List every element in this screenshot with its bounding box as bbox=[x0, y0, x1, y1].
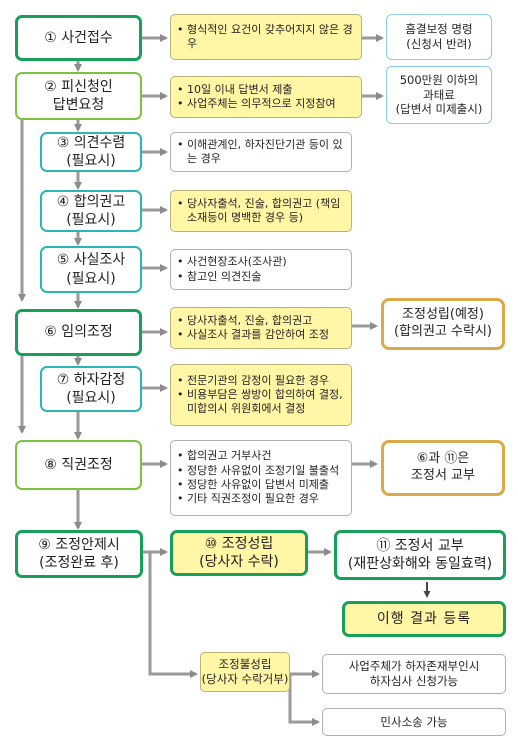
result-6-settlement-expected: 조정성립(예정) (합의권고 수락시) bbox=[381, 298, 505, 350]
mediation-failure: 조정불성립 (당사자 수락거부) bbox=[200, 652, 290, 692]
failure-result-2-label: 민사소송 가능 bbox=[380, 714, 448, 729]
step-9-label: ⑨ 조정안제시 bbox=[38, 536, 120, 553]
step-10-label: ⑩ 조정성립 bbox=[204, 535, 274, 552]
step-7-sublabel: (필요시) bbox=[66, 390, 116, 406]
step-2-response-request: ② 피신청인 답변요청 bbox=[15, 72, 142, 120]
result-1-correction-order: 흠결보정 명령 (신청서 반려) bbox=[386, 14, 492, 60]
step-10-settlement: ⑩ 조정성립 (당사자 수락) bbox=[170, 530, 308, 576]
detail-4-item: 당사자출석, 진술, 합의권고 (책임소재등이 명백한 경우 등) bbox=[187, 196, 341, 224]
step-3-sublabel: (필요시) bbox=[66, 153, 116, 169]
result-1-label: 흠결보정 명령 bbox=[405, 22, 473, 37]
arrow-s9-fail bbox=[148, 552, 198, 678]
arrow-fail-f2 bbox=[288, 674, 320, 726]
result-1-sublabel: (신청서 반려) bbox=[406, 37, 472, 51]
step-10-sublabel: (당사자 수락) bbox=[199, 554, 279, 570]
detail-5: •사건현장조사(조사관) •참고인 의견진술 bbox=[170, 249, 352, 290]
result-2-fine: 500만원 이하의 과태료 (답변서 미제출시) bbox=[386, 66, 492, 124]
detail-3-item: 이해관계인, 하자진단기관 등이 있는 경우 bbox=[187, 137, 343, 165]
step-11-document-issuance: ⑪ 조정서 교부 (재판상화해와 동일효력) bbox=[334, 530, 506, 580]
result-6-label: 조정성립(예정) bbox=[402, 307, 484, 323]
detail-5-item: 참고인 의견진술 bbox=[187, 269, 262, 283]
step-4-settlement-advice: ④ 합의권고 (필요시) bbox=[40, 190, 142, 232]
step-11-sublabel: (재판상화해와 동일효력) bbox=[347, 556, 493, 572]
detail-3: •이해관계인, 하자진단기관 등이 있는 경우 bbox=[170, 132, 352, 172]
step-7-label: ⑦ 하자감정 bbox=[56, 371, 126, 388]
failure-label: 조정불성립 bbox=[218, 657, 272, 672]
detail-4: •당사자출석, 진술, 합의권고 (책임소재등이 명백한 경우 등) bbox=[170, 190, 352, 232]
step-3-label: ③ 의견수렴 bbox=[56, 134, 126, 151]
step-9-sublabel: (조정완료 후) bbox=[39, 555, 119, 571]
step-9-proposal: ⑨ 조정안제시 (조정완료 후) bbox=[15, 530, 143, 578]
detail-2-item: 사업주체는 의무적으로 지정참여 bbox=[187, 97, 336, 110]
step-2-sublabel: 답변요청 bbox=[52, 97, 105, 113]
step-11-label: ⑪ 조정서 교부 bbox=[376, 537, 464, 554]
failure-result-1: 사업주체가 하자존재부인시 하자심사 신청가능 bbox=[322, 654, 506, 694]
step-5-label: ⑤ 사실조사 bbox=[56, 252, 126, 269]
detail-2-item: 10일 이내 답변서 제출 bbox=[187, 82, 293, 96]
detail-7-item: 비용부담은 쌍방이 합의하여 결정, 미합의시 위원회에서 결정 bbox=[187, 387, 343, 416]
detail-7: •전문기관의 감정이 필요한 경우 •비용부담은 쌍방이 합의하여 결정, 미합… bbox=[170, 364, 352, 426]
step-4-sublabel: (필요시) bbox=[66, 212, 116, 228]
result-2-sublabel: 과태료 bbox=[423, 87, 455, 102]
failure-sublabel: (당사자 수락거부) bbox=[201, 672, 289, 686]
result-8-sublabel: 조정서 교부 bbox=[411, 468, 475, 483]
step-3-opinion-collection: ③ 의견수렴 (필요시) bbox=[40, 132, 142, 172]
step-6-label: ⑥ 임의조정 bbox=[44, 324, 113, 341]
detail-8: •합의권고 거부사건 •정당한 사유없이 조정기일 불출석 •정당한 사유없이 … bbox=[170, 440, 352, 516]
detail-8-item: 합의권고 거부사건 bbox=[187, 449, 272, 463]
failure-result-1-sublabel: 하자심사 신청가능 bbox=[369, 674, 459, 688]
detail-8-item: 기타 직권조정이 필요한 경우 bbox=[187, 492, 319, 506]
failure-result-1-label: 사업주체가 하자존재부인시 bbox=[348, 659, 480, 674]
detail-2: •10일 이내 답변서 제출 •사업주체는 의무적으로 지정참여 bbox=[170, 76, 362, 118]
detail-8-item: 정당한 사유없이 조정기일 불출석 bbox=[187, 463, 340, 477]
result-8-note: ⑥과 ⑪은 조정서 교부 bbox=[381, 440, 505, 496]
final-label: 이행 결과 등록 bbox=[376, 610, 472, 627]
detail-6: •당사자출석, 진술, 합의권고 •사실조사 결과를 감안하여 조정 bbox=[170, 307, 352, 349]
detail-7-item: 전문기관의 감정이 필요한 경우 bbox=[187, 373, 330, 387]
result-6-sublabel: (합의권고 수락시) bbox=[394, 324, 492, 339]
detail-1-item: 형식적인 요건이 갖추어지지 않은 경우 bbox=[187, 22, 353, 50]
final-registration: 이행 결과 등록 bbox=[342, 601, 506, 637]
step-2-label: ② 피신청인 bbox=[44, 78, 113, 95]
detail-8-item: 정당한 사유없이 답변서 미제출 bbox=[187, 478, 330, 491]
detail-6-item: 사실조사 결과를 감안하여 조정 bbox=[187, 328, 330, 341]
detail-6-item: 당사자출석, 진술, 합의권고 bbox=[187, 313, 313, 327]
result-2-note: (답변서 미제출시) bbox=[395, 102, 483, 117]
step-8-label: ⑧ 직권조정 bbox=[44, 456, 113, 473]
result-2-label: 500만원 이하의 bbox=[399, 72, 479, 87]
detail-1: •형식적인 요건이 갖추어지지 않은 경우 bbox=[170, 14, 362, 60]
result-8-label: ⑥과 ⑪은 bbox=[416, 451, 470, 467]
step-6-voluntary-mediation: ⑥ 임의조정 bbox=[15, 309, 142, 356]
step-8-ex-officio-mediation: ⑧ 직권조정 bbox=[15, 440, 142, 490]
step-1-label: ① 사건접수 bbox=[44, 29, 113, 46]
step-4-label: ④ 합의권고 bbox=[56, 193, 126, 210]
step-1-case-receipt: ① 사건접수 bbox=[15, 15, 142, 61]
step-5-sublabel: (필요시) bbox=[66, 270, 116, 287]
detail-5-item: 사건현장조사(조사관) bbox=[187, 255, 287, 269]
step-5-fact-investigation: ⑤ 사실조사 (필요시) bbox=[40, 246, 142, 293]
step-7-defect-appraisal: ⑦ 하자감정 (필요시) bbox=[40, 366, 142, 412]
failure-result-2: 민사소송 가능 bbox=[322, 708, 506, 736]
